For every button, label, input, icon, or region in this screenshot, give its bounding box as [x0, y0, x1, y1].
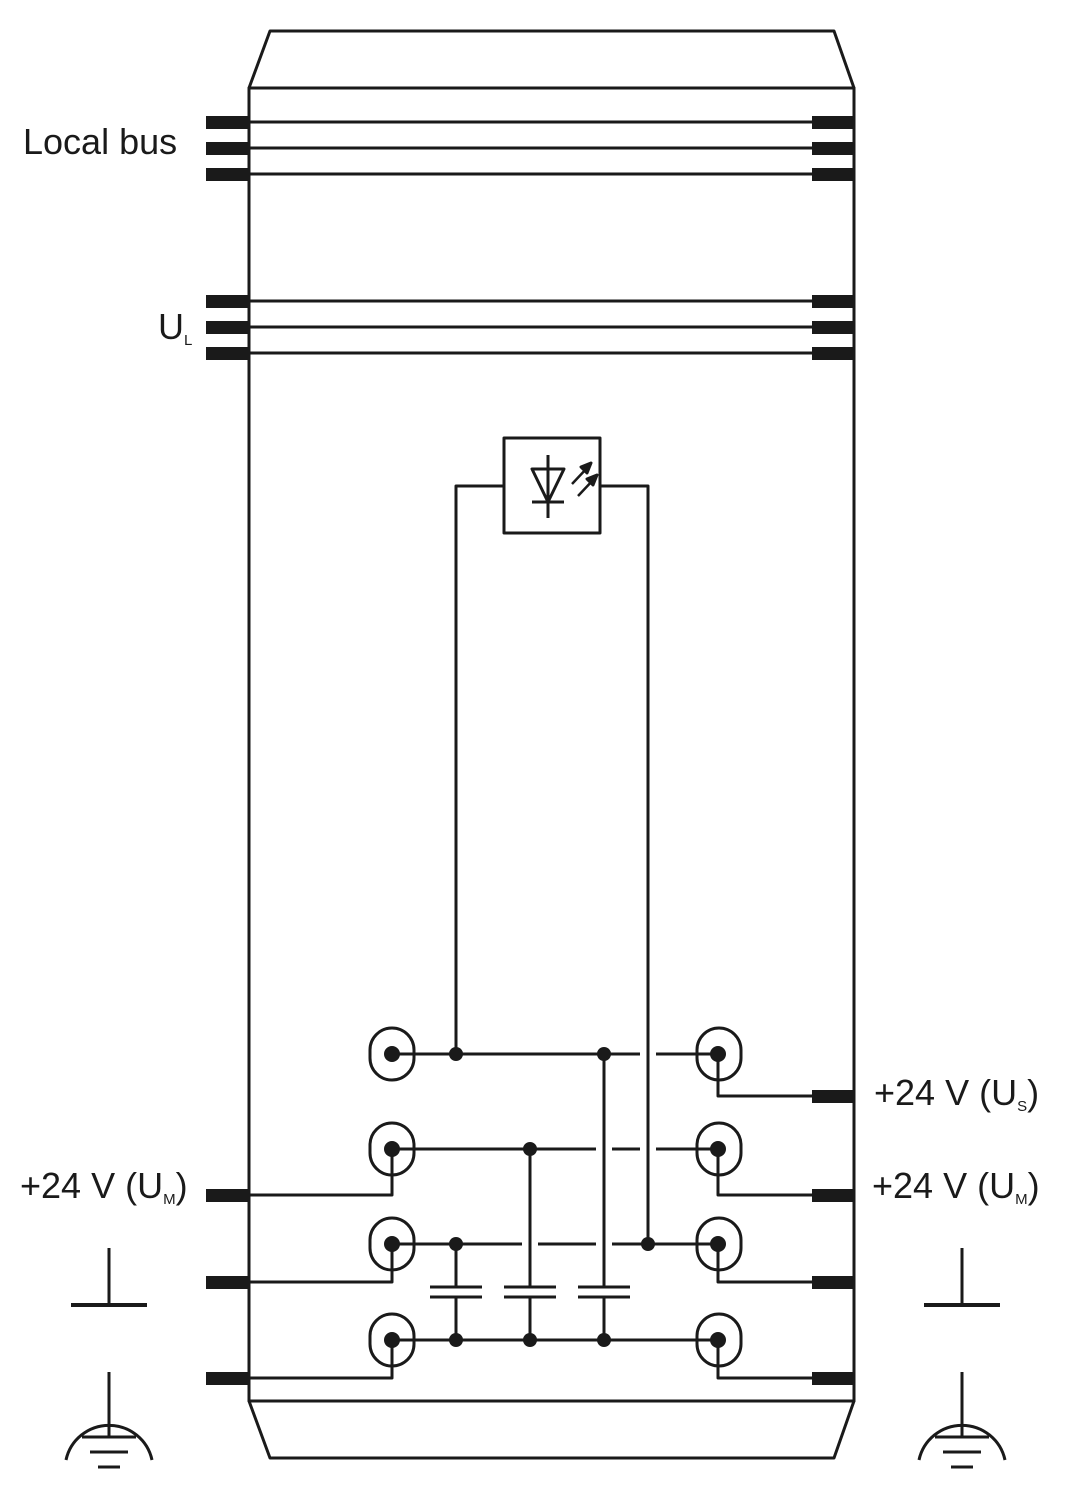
- housing-bottom-cap: [247, 1399, 856, 1460]
- capacitor-icon: [504, 1149, 556, 1340]
- housing-top-cap: [247, 29, 856, 90]
- right-us-label: +24 V (US): [874, 1072, 1039, 1115]
- pins-left-power: [206, 1189, 249, 1385]
- local-bus-label: Local bus: [23, 121, 177, 162]
- housing-body: [247, 86, 856, 1403]
- pins-right-power: [812, 1090, 854, 1385]
- pins-left-local-bus: [206, 116, 249, 181]
- capacitor-icon: [578, 1054, 630, 1340]
- local-bus-lines: [249, 120, 854, 176]
- terminal-icon: [368, 1026, 416, 1082]
- ul-lines: [249, 299, 854, 355]
- junction-dots: [449, 1047, 655, 1347]
- terminal-dots: [384, 1046, 726, 1348]
- pins-left-ul: [206, 295, 249, 360]
- capacitor-icon: [430, 1244, 482, 1340]
- pins-right-ul: [812, 295, 854, 360]
- protective-earth-icon: [64, 1372, 154, 1469]
- feeder-right-fe: [716, 1340, 854, 1380]
- feeder-left-ground: [249, 1244, 394, 1284]
- feeder-right-us: [716, 1054, 854, 1098]
- led-wire-left: [454, 484, 504, 1054]
- ground-icon: [71, 1248, 147, 1307]
- right-um-label: +24 V (UM): [872, 1165, 1040, 1208]
- ground-icon: [924, 1248, 1000, 1307]
- pins-right-local-bus: [812, 116, 854, 181]
- feeder-right-um: [716, 1149, 854, 1197]
- protective-earth-icon: [917, 1372, 1007, 1469]
- feeder-left-um: [249, 1149, 394, 1197]
- led-wire-right: [600, 484, 650, 1244]
- left-um-label: +24 V (UM): [20, 1165, 188, 1208]
- feeder-left-fe: [249, 1340, 394, 1380]
- ul-label: UL: [158, 306, 192, 349]
- module-housing: [247, 29, 856, 1460]
- led-optocoupler-icon: [502, 436, 602, 535]
- feeder-right-ground: [716, 1244, 854, 1284]
